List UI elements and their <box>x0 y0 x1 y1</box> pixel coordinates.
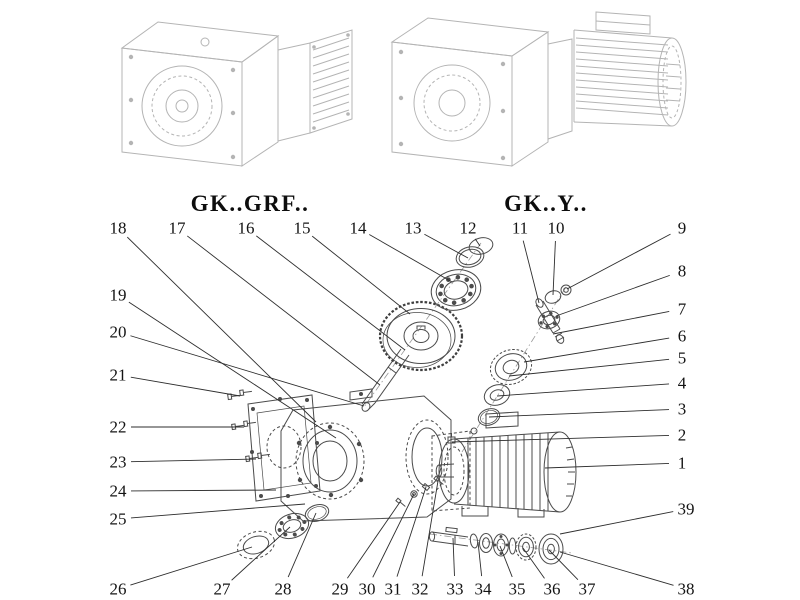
leader-line-30 <box>372 493 415 578</box>
motor-shaft-axis-line <box>429 533 573 554</box>
cover-fasteners <box>395 475 444 507</box>
exploded-view <box>227 237 577 565</box>
output-bearing <box>274 512 310 540</box>
leader-line-13 <box>424 233 469 259</box>
mounting-flange-plate <box>247 394 321 502</box>
leader-line-14 <box>369 234 453 283</box>
leader-line-7 <box>552 311 670 335</box>
leader-line-11 <box>522 240 540 304</box>
leader-line-31 <box>396 486 427 577</box>
leader-line-33 <box>452 537 455 577</box>
leader-line-29 <box>347 501 401 579</box>
gearbox-y-drawing <box>390 11 687 167</box>
gear-housing <box>280 388 452 522</box>
leader-line-26 <box>130 546 253 586</box>
shim-rings <box>236 530 276 560</box>
leader-line-32 <box>421 480 439 577</box>
electric-motor <box>431 411 577 518</box>
leader-line-35 <box>499 545 513 578</box>
main-bearing <box>430 269 482 311</box>
leader-line-6 <box>523 337 670 363</box>
leader-line-12 <box>474 238 481 247</box>
leader-line-3 <box>488 409 670 418</box>
gearbox-grf-drawing <box>120 21 353 167</box>
leader-line-10 <box>552 240 556 296</box>
leader-line-8 <box>555 274 670 317</box>
leader-line-28 <box>287 512 317 578</box>
leader-line-25 <box>130 503 306 519</box>
leader-line-37 <box>548 549 579 581</box>
leader-line-21 <box>130 376 241 397</box>
seal-ring <box>455 246 485 268</box>
leader-line-9 <box>566 233 671 290</box>
motor-shaft-assembly <box>428 526 564 565</box>
leader-line-18 <box>126 236 317 423</box>
leader-line-4 <box>496 383 670 397</box>
leader-line-15 <box>311 235 411 315</box>
leader-line-23 <box>130 458 257 463</box>
output-shaft <box>361 348 410 412</box>
leader-line-5 <box>508 358 670 377</box>
leader-line-34 <box>477 541 483 577</box>
leader-line-24 <box>130 489 277 492</box>
model-label-grf: GK..GRF.. <box>190 191 310 216</box>
output-snap-ring <box>304 504 330 522</box>
gear-axis-line <box>363 242 482 408</box>
leader-line-39 <box>559 511 674 535</box>
leader-line-1 <box>544 463 670 469</box>
leader-line-36 <box>522 547 545 579</box>
output-gear <box>378 300 464 372</box>
model-label-y: GK..Y.. <box>504 191 588 216</box>
leader-line-27 <box>231 526 291 581</box>
leader-line-20 <box>130 335 365 407</box>
flange-bolts <box>227 389 270 463</box>
upper-snap-ring <box>468 237 494 255</box>
leader-line-16 <box>256 235 406 351</box>
leader-line-17 <box>187 235 381 386</box>
leader-lines <box>126 233 674 586</box>
leader-line-19 <box>128 301 337 439</box>
leader-line-2 <box>451 434 670 443</box>
input-axis-line <box>461 286 567 453</box>
leader-line-38 <box>559 551 674 586</box>
